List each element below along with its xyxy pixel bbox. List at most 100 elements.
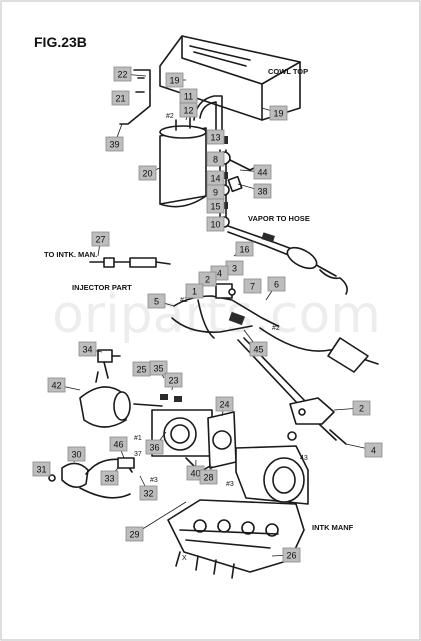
- callout-7: 7: [243, 278, 262, 294]
- callout-16: 16: [235, 241, 254, 257]
- callout-box: [67, 446, 86, 462]
- callout-4: 4: [364, 442, 383, 458]
- intake-pipe: [79, 371, 131, 428]
- callout-31: 31: [32, 461, 51, 477]
- label-cowl-top: COWL TOP: [268, 67, 308, 76]
- callout-10: 10: [206, 216, 225, 232]
- callout-number: 22: [117, 70, 127, 80]
- callout-box: [206, 151, 225, 167]
- callout-11: 11: [179, 88, 198, 104]
- callout-box: [267, 276, 286, 292]
- callout-number: 32: [143, 489, 153, 499]
- callout-39: 39: [105, 136, 124, 152]
- callout-number: 9: [213, 188, 218, 198]
- callout-box: [164, 372, 183, 388]
- callout-box: [215, 396, 234, 412]
- callout-number: 46: [113, 440, 123, 450]
- callout-number: 42: [51, 381, 61, 391]
- mark-m7: #3: [226, 481, 234, 488]
- callout-box: [165, 72, 184, 88]
- callout-box: [149, 360, 168, 376]
- mark-m9: X: [182, 555, 187, 562]
- callout-9: 9: [206, 184, 225, 200]
- callout-21: 21: [111, 90, 130, 106]
- callout-number: 4: [371, 446, 376, 456]
- callout-2: 2: [352, 400, 371, 416]
- callout-number: 14: [210, 174, 220, 184]
- callout-20: 20: [138, 165, 157, 181]
- bracket-right: [287, 397, 347, 445]
- callout-1: 1: [185, 283, 204, 299]
- callout-27: 27: [91, 231, 110, 247]
- vapor-hose: [227, 225, 348, 295]
- callout-box: [145, 439, 164, 455]
- callout-number: 2: [359, 404, 364, 414]
- callout-box: [109, 436, 128, 452]
- callout-box: [100, 470, 119, 486]
- callout-number: 15: [210, 202, 220, 212]
- mark-m4: #1: [134, 435, 142, 442]
- callout-number: 2: [205, 275, 210, 285]
- callout-box: [111, 90, 130, 106]
- label-injector-part: INJECTOR PART: [72, 283, 132, 292]
- callout-13: 13: [206, 129, 225, 145]
- throttle-body: [133, 394, 213, 457]
- callout-23: 23: [164, 372, 183, 388]
- callout-number: 21: [115, 94, 125, 104]
- vsv-valve: [227, 159, 259, 193]
- callout-box: [253, 183, 272, 199]
- callout-number: 19: [273, 109, 283, 119]
- callout-box: [243, 278, 262, 294]
- callout-35: 35: [149, 360, 168, 376]
- callout-box: [352, 400, 371, 416]
- label-vapor-to-hose: VAPOR TO HOSE: [248, 214, 310, 223]
- callout-25: 25: [132, 361, 151, 377]
- callout-29: 29: [125, 526, 144, 542]
- cowl-top-panel: [159, 35, 301, 121]
- callout-box: [206, 129, 225, 145]
- callout-box: [206, 216, 225, 232]
- callout-number: 3: [232, 264, 237, 274]
- callout-number: 24: [219, 400, 229, 410]
- callout-box: [179, 102, 198, 118]
- callout-15: 15: [206, 198, 225, 214]
- callout-number: 4: [217, 269, 222, 279]
- idle-air-hose: [48, 457, 135, 499]
- callout-number: 27: [95, 235, 105, 245]
- callout-box: [249, 341, 268, 357]
- right-hose: [259, 327, 379, 373]
- callout-5: 5: [147, 293, 166, 309]
- callout-19: 19: [269, 105, 288, 121]
- mark-m8: 43: [300, 455, 308, 462]
- callout-8: 8: [206, 151, 225, 167]
- callout-number: 36: [149, 443, 159, 453]
- callout-box: [199, 469, 218, 485]
- mark-m3: #2: [272, 325, 280, 332]
- callout-33: 33: [100, 470, 119, 486]
- callout-number: 10: [210, 220, 220, 230]
- callout-number: 29: [129, 530, 139, 540]
- callout-45: 45: [249, 341, 268, 357]
- callout-number: 44: [257, 168, 267, 178]
- callout-box: [138, 165, 157, 181]
- callout-number: 35: [153, 364, 163, 374]
- figure-title: FIG.23B: [34, 34, 87, 50]
- callout-number: 19: [169, 76, 179, 86]
- callout-box: [364, 442, 383, 458]
- callout-44: 44: [253, 164, 272, 180]
- callout-box: [198, 271, 217, 287]
- callout-2: 2: [198, 271, 217, 287]
- callout-12: 12: [179, 102, 198, 118]
- callout-number: 33: [104, 474, 114, 484]
- callout-6: 6: [267, 276, 286, 292]
- callout-34: 34: [78, 341, 97, 357]
- callout-3: 3: [225, 260, 244, 276]
- gasket: [207, 411, 237, 469]
- callout-number: 5: [154, 297, 159, 307]
- callout-box: [113, 66, 132, 82]
- label-intk-manf: INTK MANF: [312, 523, 354, 532]
- mark-m6: #3: [150, 477, 158, 484]
- callout-box: [47, 377, 66, 393]
